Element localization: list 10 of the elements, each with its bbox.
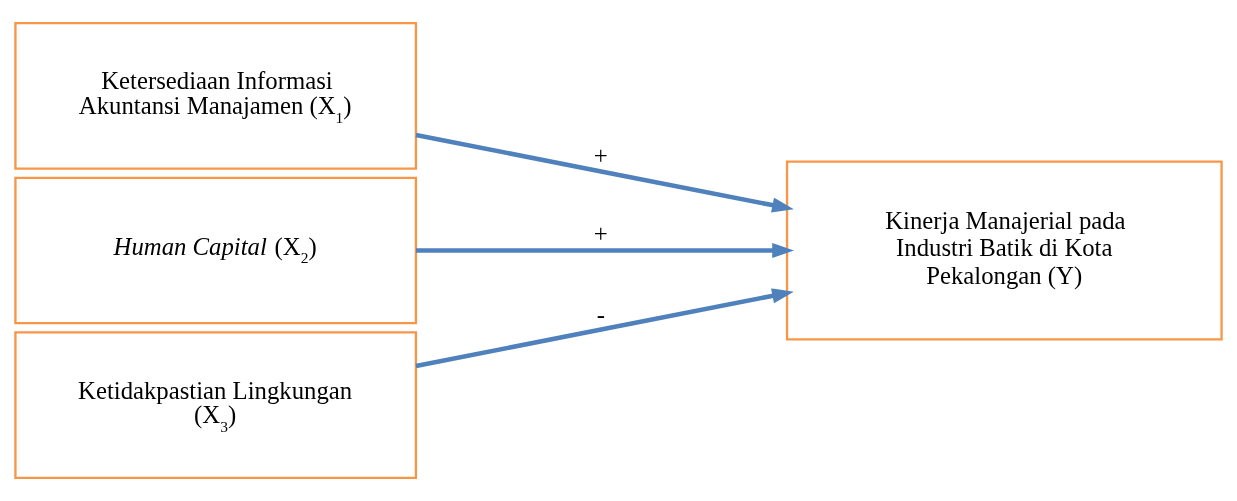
arrow <box>415 242 794 259</box>
edge-label: - <box>596 300 606 328</box>
arrow <box>415 288 794 369</box>
node-box: Ketersediaan Informasi Akuntansi Manajamen (X$_{1}$) <box>14 22 418 170</box>
node-box: Ketidakpastian Lingkungan (X$_{3}$) <box>14 331 418 479</box>
edge-label: + <box>593 141 608 169</box>
arrow <box>415 132 794 213</box>
node-box: Human Capital (X$_{2}$) <box>14 176 418 325</box>
edge-label: + <box>593 220 608 248</box>
node-box: Kinerja Manajerial pada Industri Batik di Kota Pekalongan (Y) <box>785 160 1223 341</box>
